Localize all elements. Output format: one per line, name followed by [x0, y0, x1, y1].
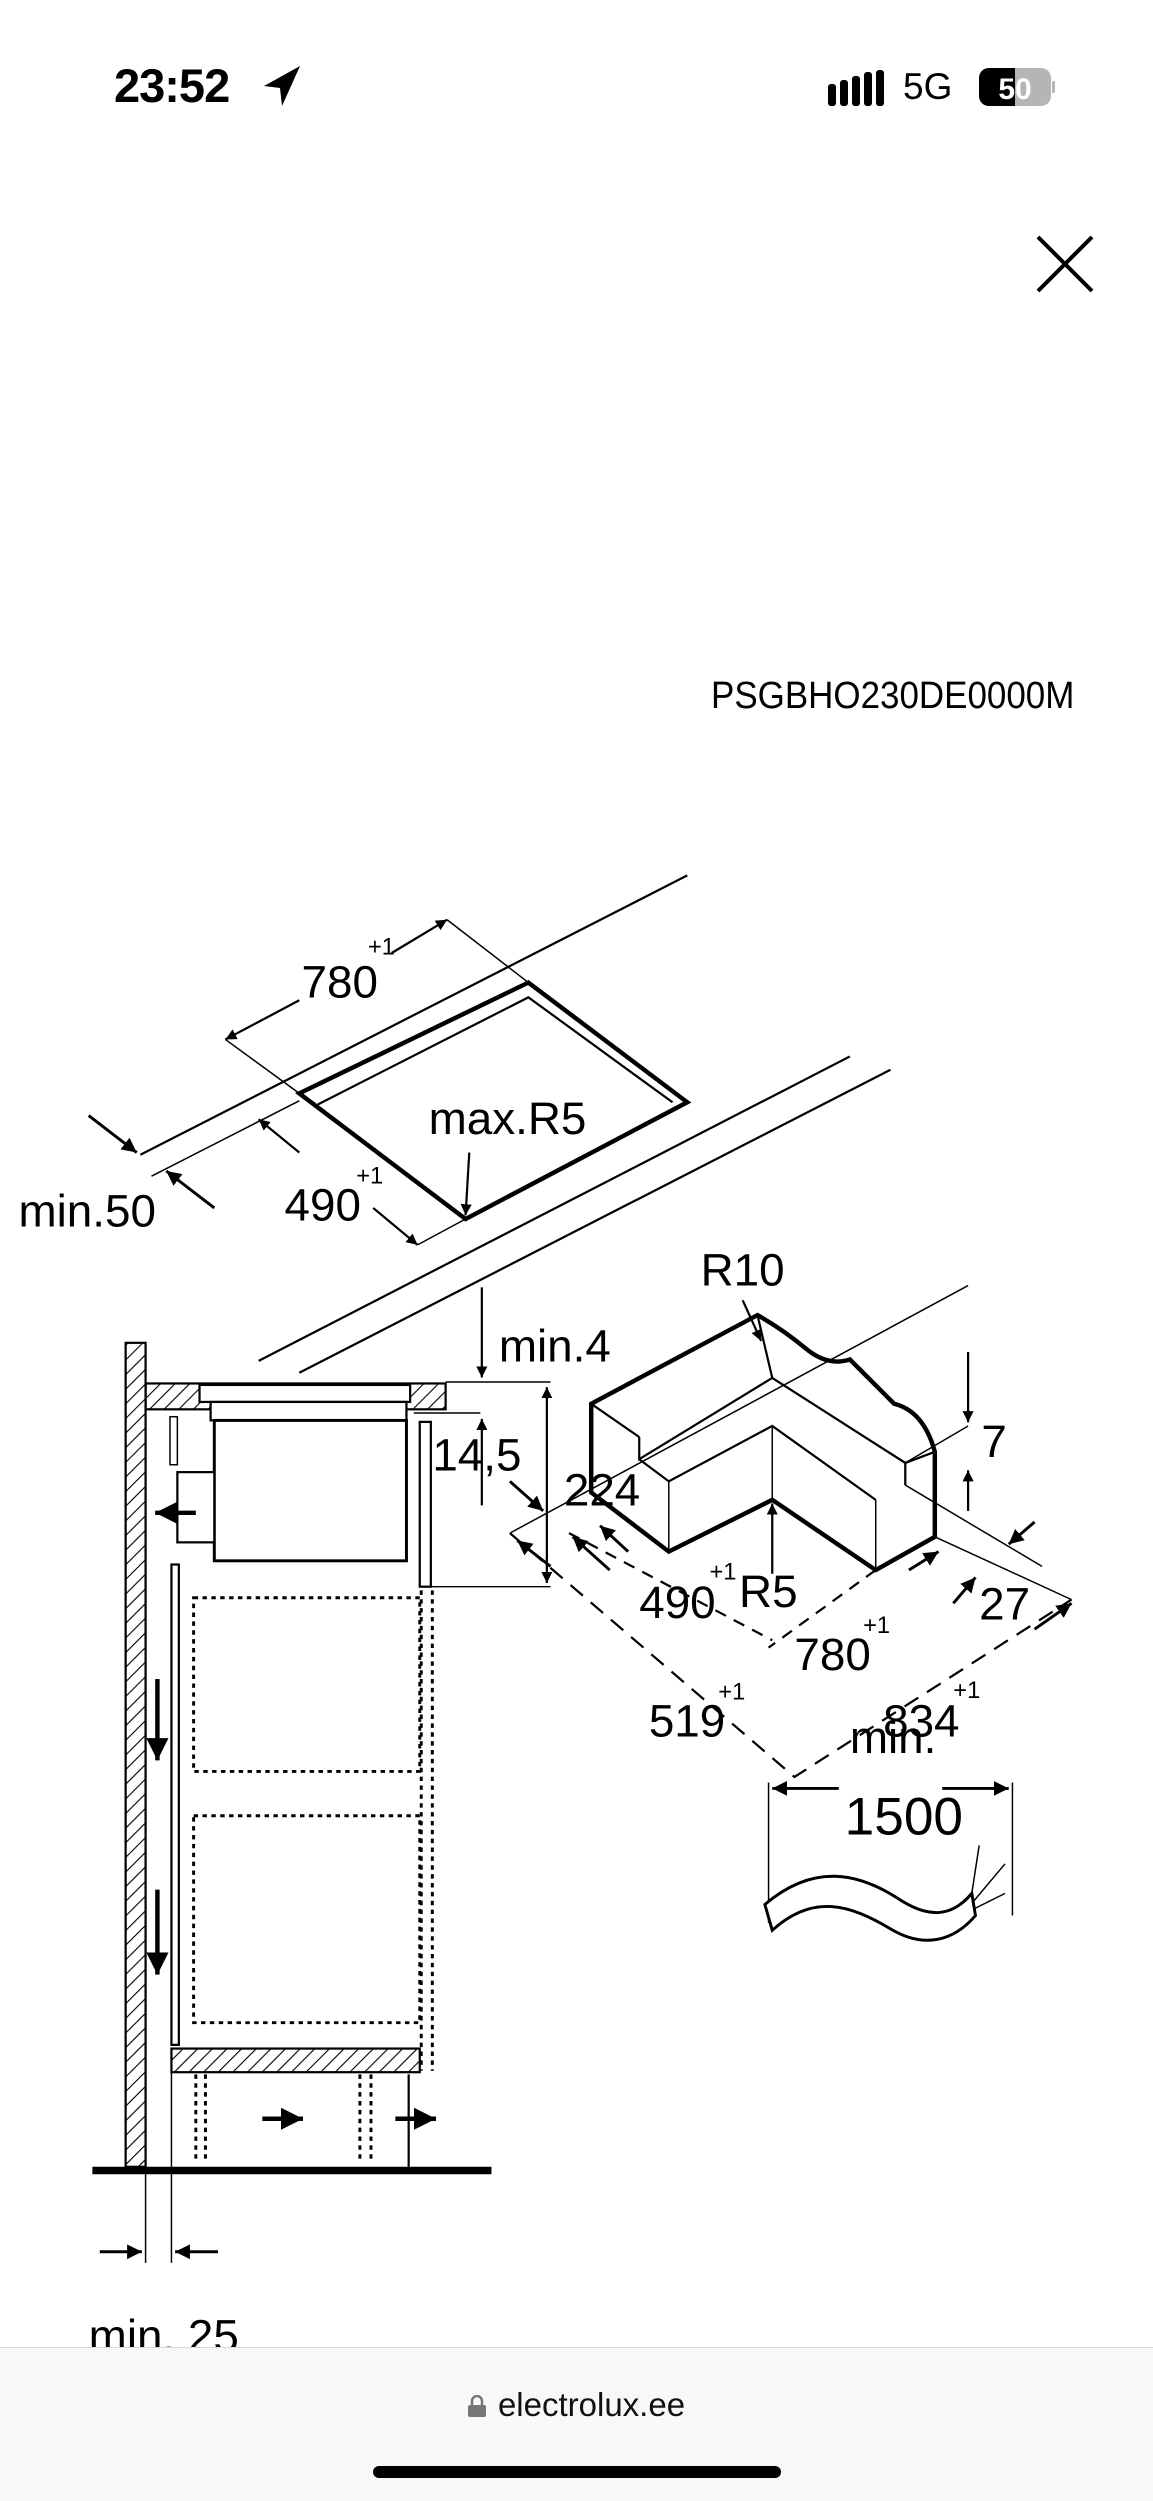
- model-code: PSGBHO230DE0000M: [711, 675, 1075, 717]
- browser-bottom-bar: electrolux.ee: [0, 2347, 1153, 2501]
- network-type: 5G: [903, 66, 953, 107]
- home-indicator[interactable]: [373, 2466, 781, 2478]
- top-gap: min.4: [499, 1320, 611, 1371]
- frame-drawing: R10 14,5 7 27 490 +1 R5 780 +1 519 +1 83…: [432, 1245, 1073, 1779]
- cutout-width: 780: [302, 956, 378, 1007]
- outer-depth: 519: [649, 1695, 725, 1746]
- frame-edge: 27: [979, 1579, 1030, 1630]
- lock-icon: [467, 2395, 486, 2417]
- battery-percent: 50: [998, 73, 1031, 106]
- inner-width: 780: [794, 1629, 870, 1680]
- cable-min-label: min.: [850, 1712, 937, 1763]
- outer-width-tol: +1: [953, 1678, 980, 1704]
- frame-height: 7: [981, 1416, 1006, 1467]
- close-button[interactable]: [1034, 233, 1096, 295]
- section-drawing: min.4 224 min. 25 min. 1500: [89, 1287, 1014, 2362]
- cellular-signal-icon: [828, 70, 884, 106]
- url-bar[interactable]: electrolux.ee: [0, 2386, 1153, 2424]
- cable-icon: [763, 1874, 978, 1942]
- inner-depth: 490: [639, 1577, 715, 1628]
- close-icon: [1036, 235, 1094, 293]
- inner-width-tol: +1: [863, 1613, 890, 1639]
- section-height: 224: [564, 1464, 640, 1515]
- url-text: electrolux.ee: [497, 2386, 686, 2423]
- inner-radius: R5: [739, 1566, 798, 1617]
- cutout-width-tol: +1: [368, 934, 395, 960]
- cutout-radius: max.R5: [429, 1093, 587, 1144]
- edge-distance: min.50: [18, 1185, 155, 1236]
- inner-depth-tol: +1: [709, 1560, 736, 1586]
- status-time: 23:52: [114, 59, 230, 112]
- frame-side: 14,5: [432, 1429, 521, 1480]
- cutout-depth-tol: +1: [356, 1164, 383, 1190]
- battery-icon: 50: [979, 68, 1055, 106]
- outer-depth-tol: +1: [718, 1679, 745, 1705]
- cutout-depth: 490: [285, 1180, 361, 1231]
- location-arrow-icon: [264, 66, 300, 106]
- cutout-drawing: 780 +1 490 +1 max.R5 min.50: [18, 874, 892, 1374]
- cable-length: 1500: [845, 1787, 963, 1846]
- outer-radius: R10: [701, 1245, 785, 1296]
- outer-width: 834: [883, 1695, 959, 1746]
